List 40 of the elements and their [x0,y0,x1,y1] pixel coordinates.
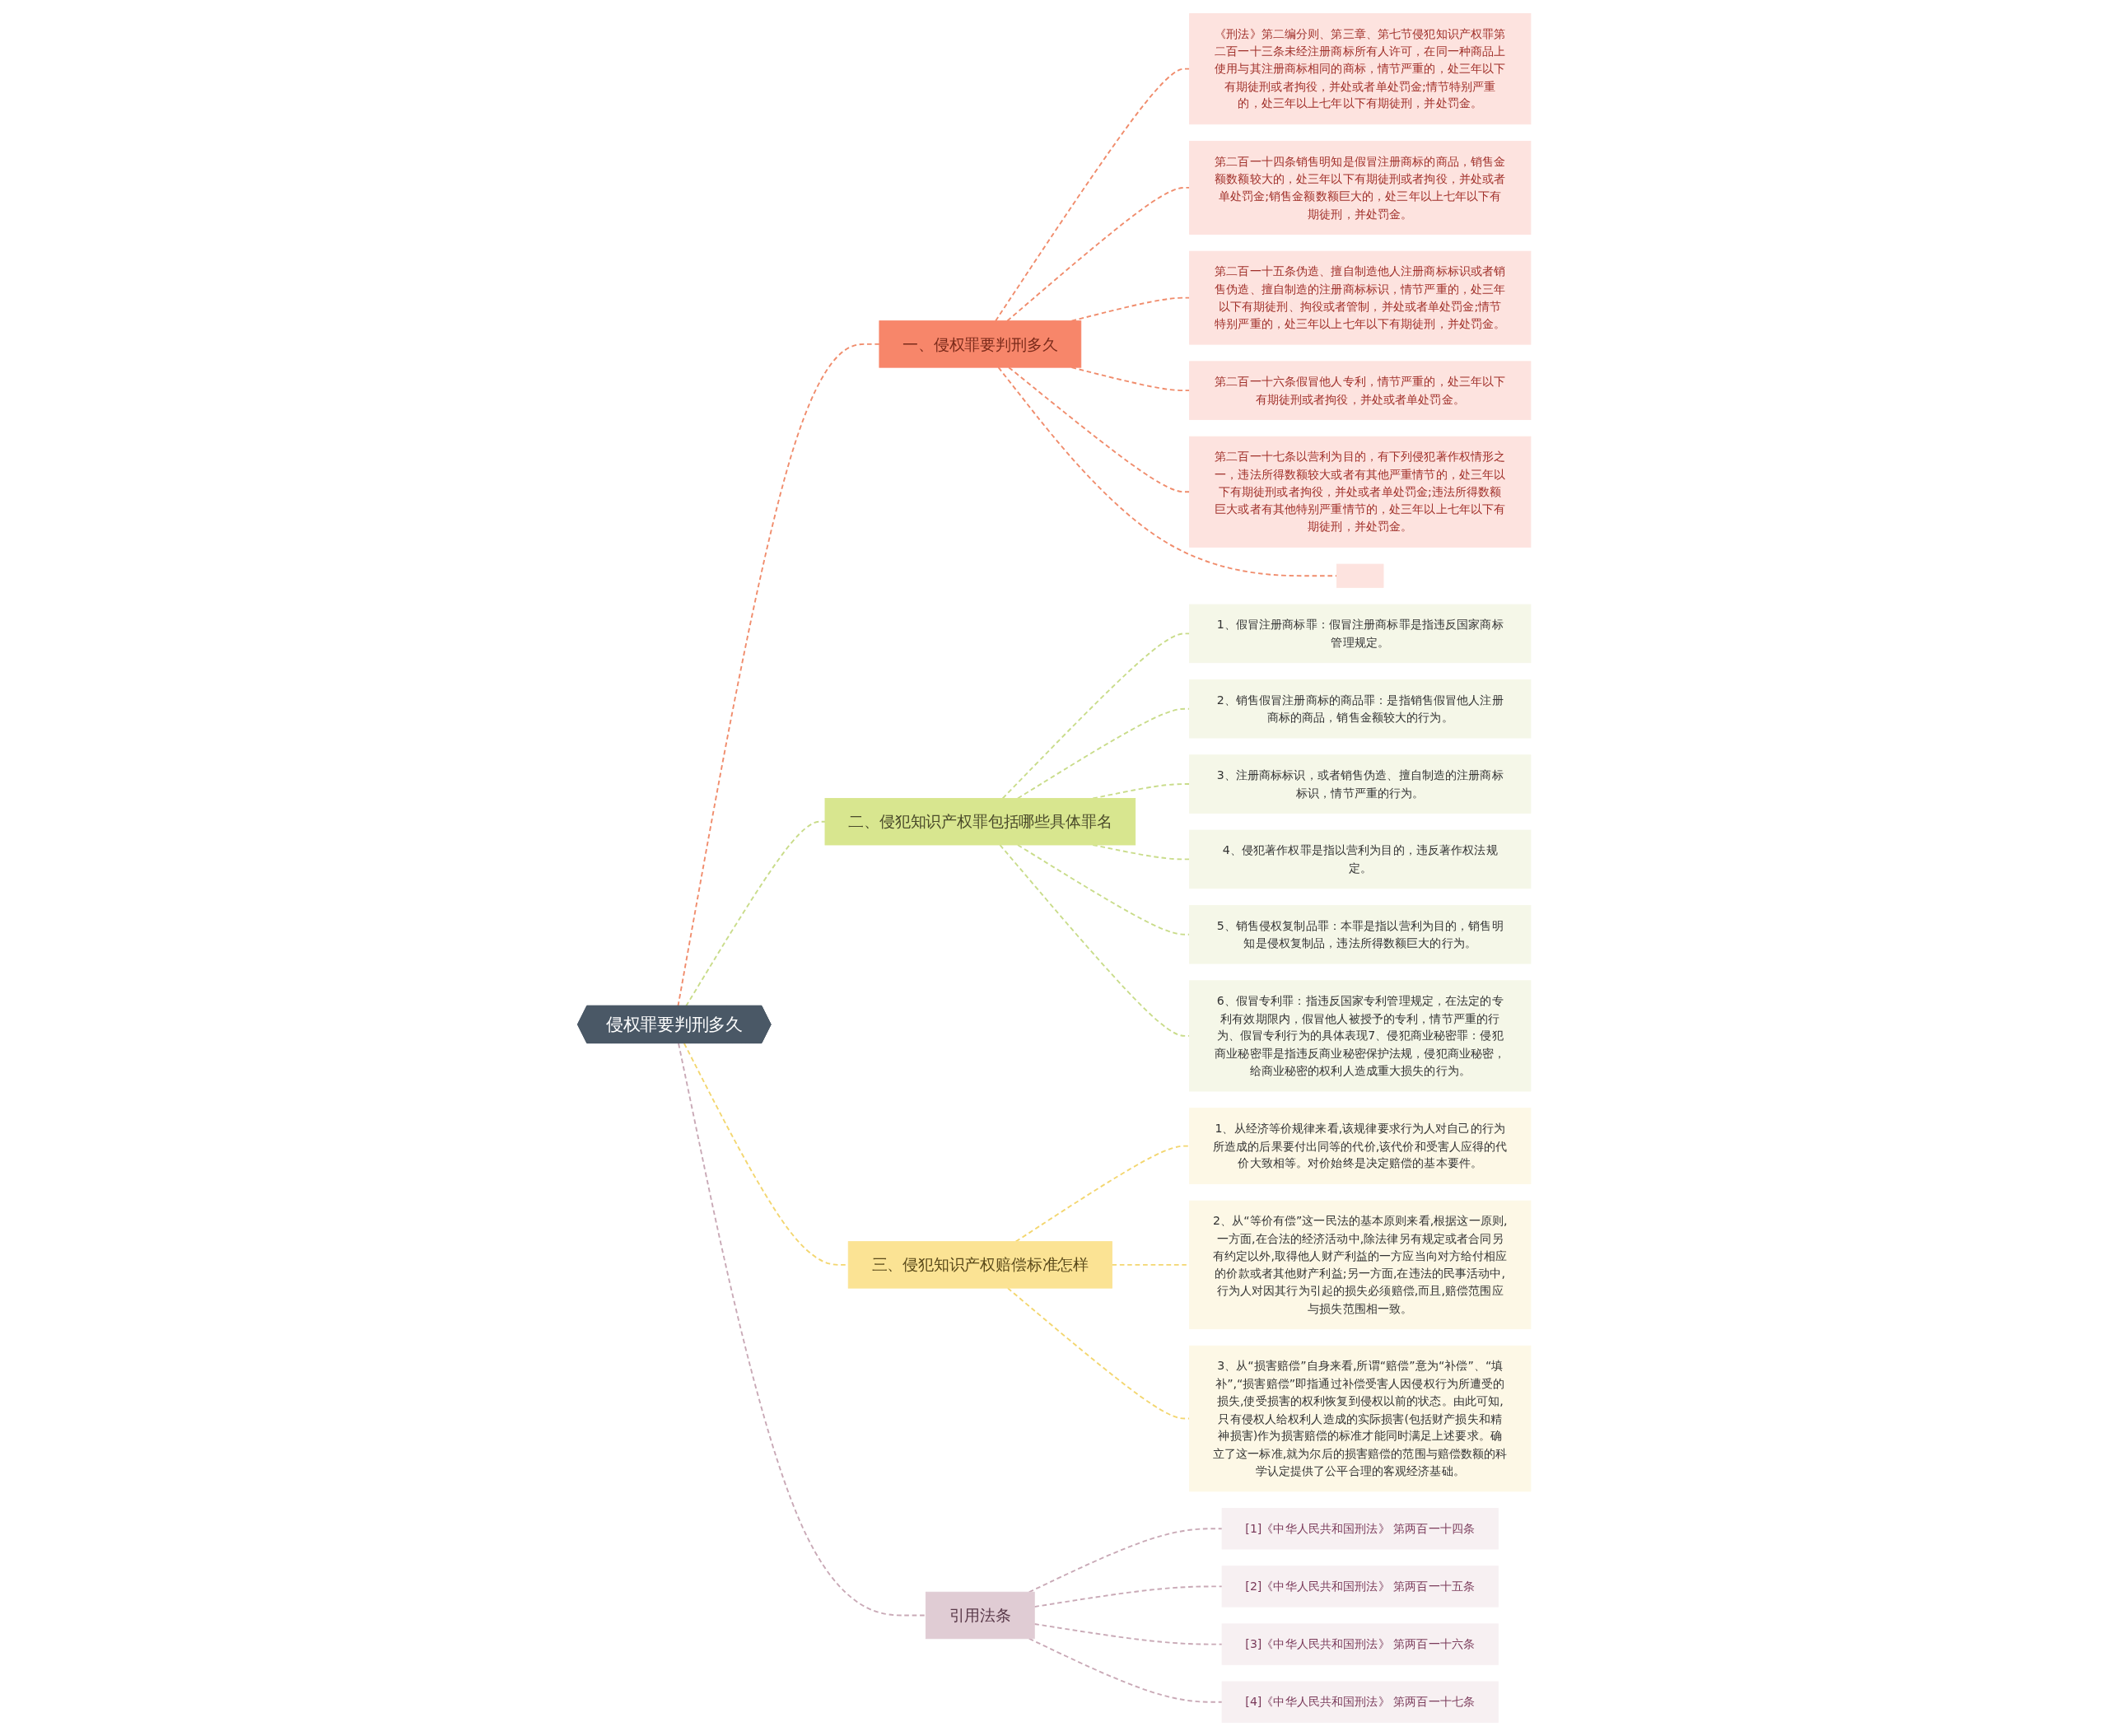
node-box: 1、假冒注册商标罪：假冒注册商标罪是指违反国家商标管理规定。 [1188,604,1532,664]
node-box: 引用法条 [925,1591,1035,1640]
node-box: 4、侵犯著作权罪是指以营利为目的，违反著作权法规定。 [1188,829,1532,889]
node-box: 《刑法》第二编分则、第三章、第七节侵犯知识产权罪第二百一十三条未经注册商标所有人许可，在同一种商品上使用与其注册商标相同的商标，情节严重的，处三年以下有期徒刑或者拘役，并处或者单处罚金;情节特别严重的，处三年以上七年以下有期徒刑，并处罚金。 [1188,13,1532,125]
connector [1001,632,1191,800]
node-box: 二、侵犯知识产权罪包括哪些具体罪名 [824,798,1136,846]
connector [1028,1637,1223,1703]
connector [999,844,1191,1037]
connector [677,343,880,1007]
node-box: [3]《中华人民共和国刑法》 第两百一十六条 [1221,1623,1499,1665]
connector [1033,1623,1223,1645]
connector [1016,707,1191,800]
node-box: [1]《中华人民共和国刑法》 第两百一十四条 [1221,1508,1499,1550]
connector [1006,187,1191,322]
node-box: 3、注册商标标识，或者销售伪造、擅自制造的注册商标标识，情节严重的行为。 [1188,754,1532,814]
node-box: 2、从“等价有偿”这一民法的基本原则来看,根据这一原则,一方面,在合法的经济活动中,除法律另有规定或者合同另有约定以外,取得他人财产利益的一方应当向对方给付相应的价款或者其他财产利益;另一方面,在违法的民事活动中,行为人对因其行为引起的损失必须赔偿,而且,赔偿范围应与损失范围相一致。 [1188,1200,1532,1330]
connector [1028,1528,1223,1594]
connector [1033,1585,1223,1608]
node-box: 1、从经济等价规律来看,该规律要求行为人对自己的行为所造成的后果要付出同等的代价,该代价和受害人应得的代价大致相等。对价始终是决定赔偿的基本要件。 [1188,1108,1532,1184]
node-box: 第二百一十七条以营利为目的，有下列侵犯著作权情形之一，违法所得数额较大或者有其他严重情节的，处三年以下有期徒刑或者拘役，并处或者单处罚金;违法所得数额巨大或者有其他特别严重情节的，处三年以上七年以下有期徒刑，并处罚金。 [1188,436,1532,548]
node-box: [4]《中华人民共和国刑法》 第两百一十七条 [1221,1681,1499,1723]
node-box [1336,563,1384,588]
node-box: 三、侵犯知识产权赔偿标准怎样 [847,1241,1112,1289]
node-box: 第二百一十六条假冒他人专利，情节严重的，处三年以下有期徒刑或者拘役，并处或者单处罚金。 [1188,361,1532,420]
node-box: 2、销售假冒注册商标的商品罪：是指销售假冒他人注册商标的商品，销售金额较大的行为。 [1188,679,1532,739]
connector [994,68,1191,322]
connector [684,820,826,1007]
connector [1014,1145,1191,1243]
node-box: 第二百一十四条销售明知是假冒注册商标的商品，销售金额数额较大的，处三年以下有期徒刑或者拘役，并处或者单处罚金;销售金额数额巨大的，处三年以上七年以下有期徒刑，并处罚金。 [1188,140,1532,235]
node-box: 第二百一十五条伪造、擅自制造他人注册商标标识或者销售伪造、擅自制造的注册商标标识，情节严重的，处三年以下有期徒刑、拘役或者管制，并处或者单处罚金;情节特别严重的，处三年以上七年以下有期徒刑，并处罚金。 [1188,250,1532,345]
connector [677,1043,927,1617]
node-box: [2]《中华人民共和国刑法》 第两百一十五条 [1221,1566,1499,1608]
node-box: 5、销售侵权复制品罪：本罪是指以营利为目的，销售明知是侵权复制品，违法所得数额巨大的行为。 [1188,904,1532,964]
connector [997,366,1338,577]
node-box: 一、侵权罪要判刑多久 [879,320,1081,368]
connector [1006,1287,1191,1420]
connector [1016,844,1191,936]
connector [1008,366,1191,493]
node-box: 3、从“损害赔偿”自身来看,所谓“赔偿”意为“补偿”、“填补”,“损害赔偿”即指通过补偿受害人因侵权行为所遭受的损失,使受损害的权利恢复到侵权以前的状态。由此可知,只有侵权人给权利人造成的实际损害(包括财产损失和精神损害)作为损害赔偿的标准才能同时满足上述要求。确立了这一标准,就为尔后的损害赔偿的范围与赔偿数额的科学认定提供了公平合理的客观经济基础。 [1188,1345,1532,1492]
node-box: 6、假冒专利罪：指违反国家专利管理规定，在法定的专利有效期限内，假冒他人被授予的专利，情节严重的行为、假冒专利行为的具体表现7、侵犯商业秘密罪：侵犯商业秘密罪是指违反商业秘密保护法规，侵犯商业秘密，给商业秘密的权利人造成重大损失的行为。 [1188,980,1532,1092]
